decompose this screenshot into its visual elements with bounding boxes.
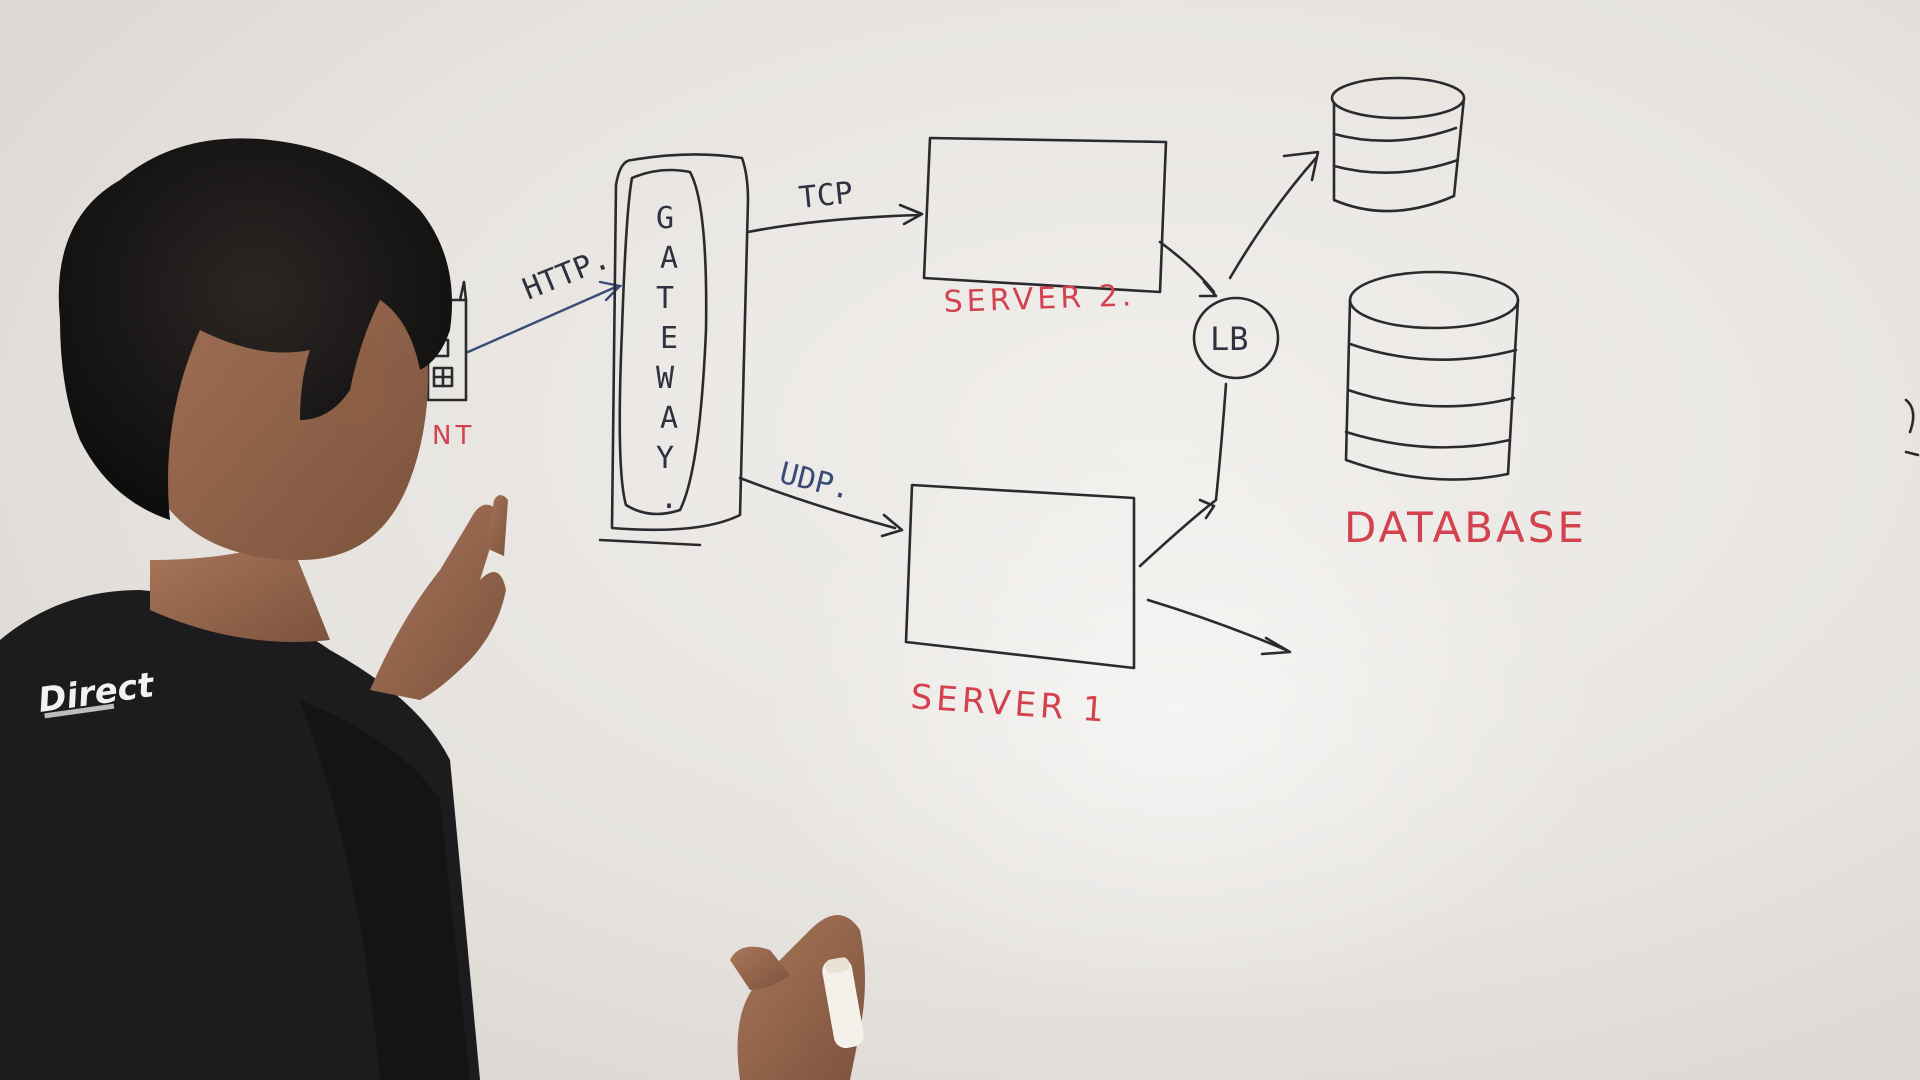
thumb [730,946,790,990]
gateway-letter: G [656,201,674,236]
http-arrow [466,280,623,354]
gateway-letter: W [656,361,675,396]
client-label-partial: NT [432,421,475,451]
lb-label: LB [1210,320,1249,358]
index-finger [486,495,508,556]
database-large-icon [1344,270,1520,481]
light-glare [760,420,1600,1020]
neck [150,540,330,642]
lb-to-database-arrow [1228,150,1320,280]
marker-icon [822,957,864,1049]
tcp-arrow [746,203,924,234]
tcp-label: TCP [797,175,855,215]
raised-hand [370,504,506,700]
shirt-shadow [300,700,470,1080]
server-2-label: SERVER 2. [943,278,1136,320]
database-small-icon [1330,76,1466,213]
udp-arrow [738,476,904,538]
database-label: DATABASE [1344,503,1587,552]
gateway-letter: . [660,481,678,516]
server2-to-lb-arrow [1158,240,1218,298]
client-building-icon [426,280,468,402]
person: Direct [0,138,865,1080]
server-1-box [904,483,1136,670]
gateway-letter: A [660,241,678,276]
gateway-letter: E [660,321,678,356]
server1-out-arrow [1146,598,1292,656]
lb-to-server1-arrow [1138,382,1228,568]
black-tshirt [0,590,480,1080]
shirt-logo-subline [44,703,115,719]
hair [58,138,452,520]
gateway-letter: A [660,401,678,436]
gateway-letter: T [656,281,674,316]
lower-hand [737,915,865,1080]
gateway-box [598,153,750,547]
server-2-box [922,136,1168,294]
edge-mark [1904,398,1920,457]
gateway-letter: Y [656,441,674,476]
load-balancer-circle [1192,296,1280,380]
